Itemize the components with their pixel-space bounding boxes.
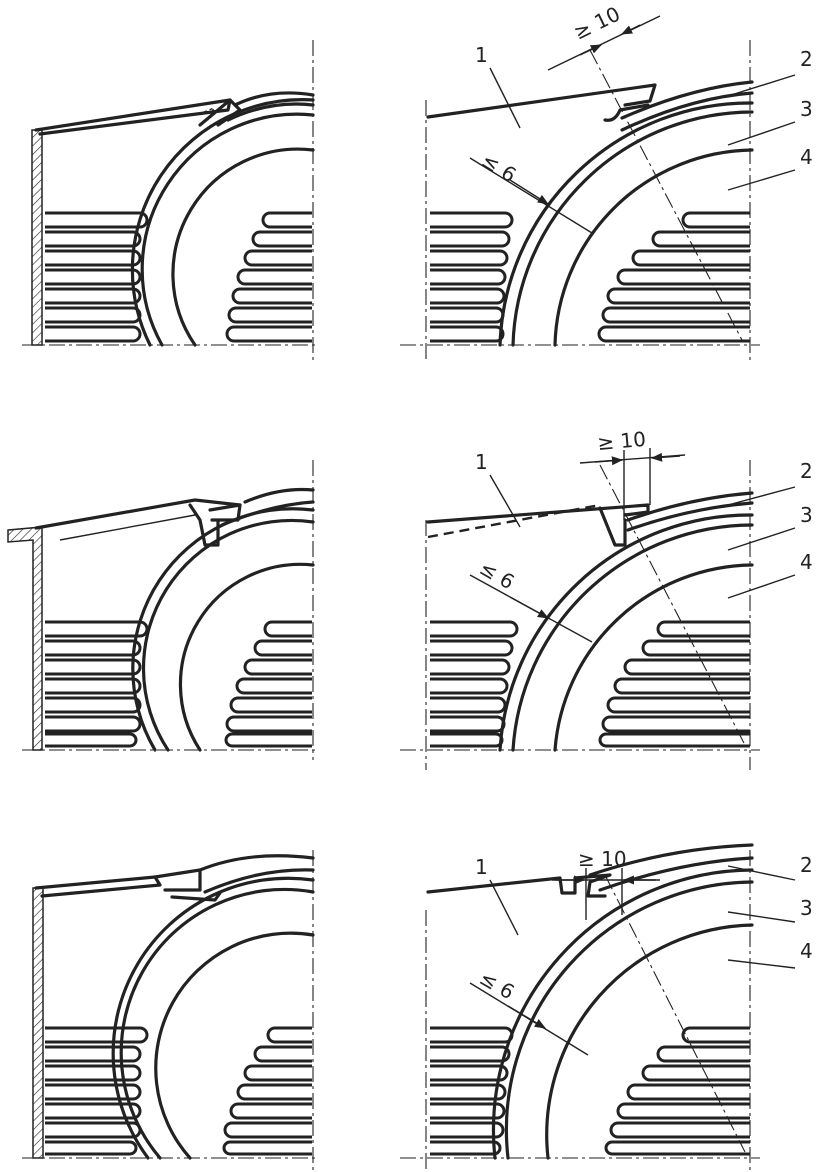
callout-4: 4 (800, 550, 813, 574)
row-1-right-view: ≥ 10 ≤ 6 1 2 3 4 (400, 2, 813, 360)
rotor-slots-right-1 (430, 211, 514, 343)
callout-4: 4 (800, 145, 813, 169)
callout-3: 3 (800, 503, 813, 527)
callout-3: 3 (800, 97, 813, 121)
stator-slots-right-1 (597, 211, 750, 343)
gap-dimension-label: ≥ 10 (578, 847, 627, 871)
callout-2: 2 (800, 853, 813, 877)
frame-wall (32, 887, 44, 1159)
wall-dimension-label: ≤ 6 (477, 148, 520, 187)
stator-slots-right-3 (604, 1026, 750, 1156)
callout-2: 2 (800, 459, 813, 483)
wall-dimension-label: ≤ 6 (476, 966, 519, 1005)
row-2-right-view: ≥ 10 ≤ 6 1 2 3 4 (400, 427, 813, 770)
gap-dimension-label: ≥ 10 (596, 427, 646, 455)
rotor-slots-left (45, 211, 149, 343)
callout-4: 4 (800, 939, 813, 963)
row-1: ≥ 10 ≤ 6 1 2 3 4 (22, 2, 813, 360)
stator-slots-left-3 (222, 1026, 312, 1156)
rotor-slots-right-2 (430, 620, 519, 748)
row-1-left-view (22, 40, 318, 360)
row-3-right-view: ≥ 10 ≤ 6 1 2 3 4 (400, 843, 813, 1172)
rotor-slots-right-3 (430, 1026, 514, 1156)
stator-slots-left-2 (224, 620, 312, 748)
rotor-slots-left-3 (45, 1026, 149, 1156)
row-3: ≥ 10 ≤ 6 1 2 3 4 (22, 843, 813, 1172)
row-3-left-view (22, 850, 318, 1172)
callout-1: 1 (475, 43, 488, 67)
frame-wall (31, 129, 43, 346)
row-2-left-view (7, 460, 318, 760)
callout-3: 3 (800, 896, 813, 920)
callout-1: 1 (475, 450, 488, 474)
stator-slots-left (225, 211, 312, 343)
callout-2: 2 (800, 47, 813, 71)
frame-wall (7, 526, 43, 751)
stator-slots-right-2 (598, 620, 750, 748)
callout-1: 1 (475, 855, 488, 879)
wall-dimension-label: ≤ 6 (476, 556, 519, 595)
row-2: ≥ 10 ≤ 6 1 2 3 4 (7, 427, 813, 770)
rotor-slots-left-2 (45, 620, 149, 748)
